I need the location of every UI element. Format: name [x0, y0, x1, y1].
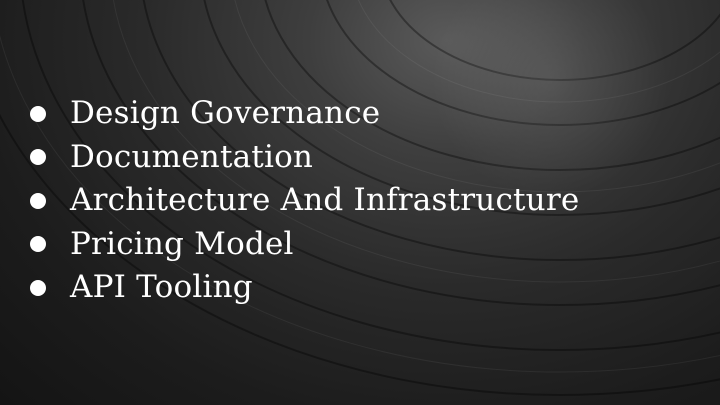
bullet-text: API Tooling [70, 269, 253, 305]
bullet-text: Architecture And Infrastructure [70, 182, 580, 218]
bullet-item-architecture: Architecture And Infrastructure [30, 179, 579, 223]
bullet-dot-icon [30, 192, 46, 209]
bullet-list: Design Governance Documentation Architec… [30, 92, 579, 310]
bullet-item-design-governance: Design Governance [30, 92, 579, 136]
bullet-text: Pricing Model [70, 225, 294, 262]
bullet-dot-icon [30, 105, 46, 122]
bullet-item-pricing-model: Pricing Model [30, 223, 579, 267]
bullet-item-api-tooling: API Tooling [30, 266, 579, 310]
bullet-dot-icon [30, 149, 46, 166]
bullet-item-documentation: Documentation [30, 136, 579, 180]
bullet-text: Design Governance [70, 95, 381, 131]
bullet-text: Documentation [70, 138, 314, 175]
bullet-dot-icon [30, 236, 46, 253]
bullet-dot-icon [30, 279, 46, 296]
light-glare [430, 0, 670, 200]
